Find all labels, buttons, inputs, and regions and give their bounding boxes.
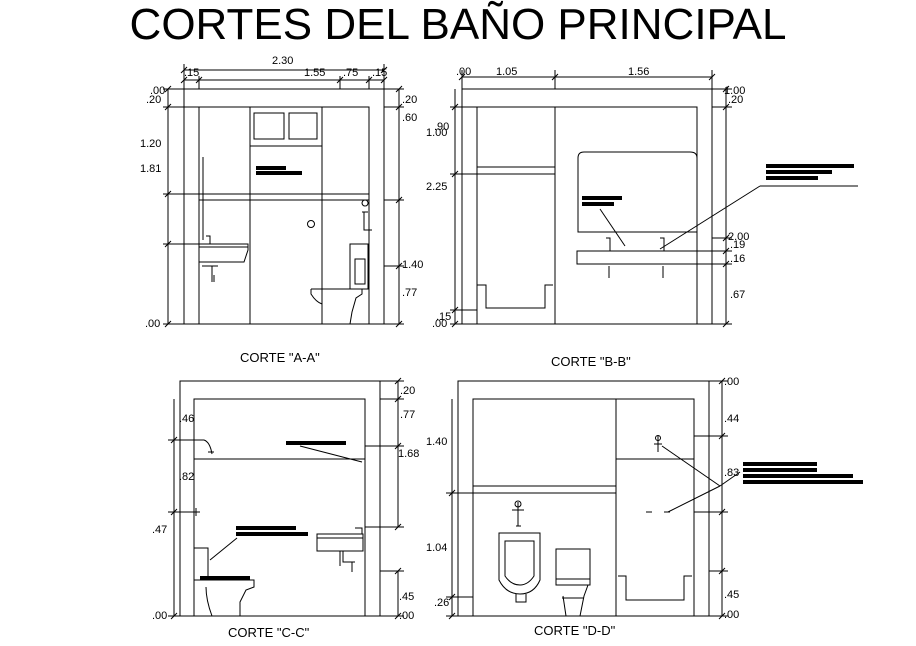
bb-caption: CORTE "B-B" <box>551 354 631 369</box>
aa-dim-total: 2.30 <box>272 55 293 67</box>
cc-dim-labels: .20 .77 1.68 .46 .82 .47 .00 .45 .00 COR… <box>152 385 419 640</box>
dd-inner-wall <box>472 398 695 617</box>
aa-door-knob <box>307 220 315 228</box>
bb-dim-w-105: 1.05 <box>496 66 517 78</box>
aa-dim-bottom-00: .00 <box>145 318 160 330</box>
dd-tub <box>618 575 692 601</box>
dd-dim-right-44: .44 <box>724 413 739 425</box>
dd-toilet-tank <box>555 548 591 580</box>
bb-dim-right-top-20: .20 <box>728 94 743 106</box>
aa-dim-w-left: .15 <box>184 67 199 79</box>
bb-dim-right-16: .16 <box>730 253 745 265</box>
aa-toilet <box>310 288 363 325</box>
dd-dim-left-26: .26 <box>434 597 449 609</box>
bb-dim-left-15: .15 <box>436 311 451 323</box>
cc-dim-left-46: .46 <box>179 413 194 425</box>
aa-sink <box>199 243 249 263</box>
aa-dim-right-60: .60 <box>402 112 417 124</box>
section-dd <box>446 380 741 617</box>
dd-dim-right-83: .83 <box>724 467 739 479</box>
dd-flush-valve <box>512 502 524 527</box>
dd-dim-left-104: 1.04 <box>426 542 447 554</box>
bb-tub <box>477 284 553 309</box>
cc-dim-right-168: 1.68 <box>398 448 419 460</box>
aa-dim-w-mid: 1.55 <box>304 67 325 79</box>
dd-dim-right-45: .45 <box>724 589 739 601</box>
aa-upper-cabinet-right <box>288 112 318 140</box>
section-cc <box>168 380 404 617</box>
dd-outer-wall <box>457 380 710 617</box>
bb-dim-labels: .00 1.05 1.56 1.00 .20 1.00 .90 2.25 .15… <box>426 66 749 369</box>
aa-dim-left-120: 1.20 <box>140 138 161 150</box>
cc-toilet <box>194 579 255 617</box>
aa-upper-cabinet-left <box>253 112 285 140</box>
dd-dim-right-top-00: .00 <box>724 376 739 388</box>
dd-caption: CORTE "D-D" <box>534 623 616 638</box>
dd-dim-labels: .00 .44 .83 .45 .00 1.40 1.04 .26 CORTE … <box>426 376 739 638</box>
aa-dim-labels: 2.30 .15 1.55 .75 .15 .00 .20 1.20 1.81 … <box>140 55 423 365</box>
dd-urinal <box>498 532 541 595</box>
cc-outer-wall <box>179 380 381 617</box>
cc-inner-wall <box>193 398 366 617</box>
aa-inner-wall <box>198 106 370 325</box>
cc-dim-left-82: .82 <box>179 471 194 483</box>
cc-dim-right-20: .20 <box>400 385 415 397</box>
bb-dim-left-90: .90 <box>434 121 449 133</box>
section-aa <box>163 64 404 325</box>
aa-dim-right-77: .77 <box>402 287 417 299</box>
bb-dim-right-19: .19 <box>730 239 745 251</box>
cc-toilet-tank <box>193 547 209 581</box>
bb-dim-left-225: 2.25 <box>426 181 447 193</box>
aa-dim-top-20: .20 <box>146 94 161 106</box>
aa-dim-w-right: .75 <box>343 67 358 79</box>
bb-dim-w-156: 1.56 <box>628 66 649 78</box>
cc-caption: CORTE "C-C" <box>228 625 310 640</box>
bb-dim-left-100: 1.00 <box>426 127 447 139</box>
aa-dim-left-181: 1.81 <box>140 163 161 175</box>
bb-dim-top-00: .00 <box>456 66 471 78</box>
dd-dim-left-140: 1.40 <box>426 436 447 448</box>
bb-dim-right-67: .67 <box>730 289 745 301</box>
dd-toilet <box>559 584 589 617</box>
aa-dim-right-140: 1.40 <box>402 259 423 271</box>
cc-shower-head <box>194 439 214 455</box>
aa-dim-top-00: .00 <box>150 85 165 97</box>
cc-dim-right-77: .77 <box>400 409 415 421</box>
cc-dim-right-00: .00 <box>399 610 414 622</box>
bb-dim-left-00: .00 <box>432 318 447 330</box>
section-bb <box>450 70 858 325</box>
bb-mirror <box>577 151 698 233</box>
bb-dim-right-top-00: 1.00 <box>724 85 745 97</box>
bb-inner-wall <box>476 106 698 325</box>
cc-lavatory <box>316 533 364 552</box>
aa-dim-right-20: .20 <box>402 94 417 106</box>
bb-outer-wall <box>461 88 713 325</box>
bb-counter <box>576 250 698 265</box>
cc-dim-left-47: .47 <box>152 524 167 536</box>
dd-dim-right-bottom-00: .00 <box>724 609 739 621</box>
cc-dim-bottom-00: .00 <box>152 610 167 622</box>
dd-shower-fixture <box>654 436 662 452</box>
bb-dim-right-200: 2.00 <box>728 231 749 243</box>
cc-dim-right-45: .45 <box>399 591 414 603</box>
aa-caption: CORTE "A-A" <box>240 350 320 365</box>
aa-flush-valve <box>361 199 372 231</box>
page-title: CORTES DEL BAÑO PRINCIPAL <box>129 0 787 49</box>
